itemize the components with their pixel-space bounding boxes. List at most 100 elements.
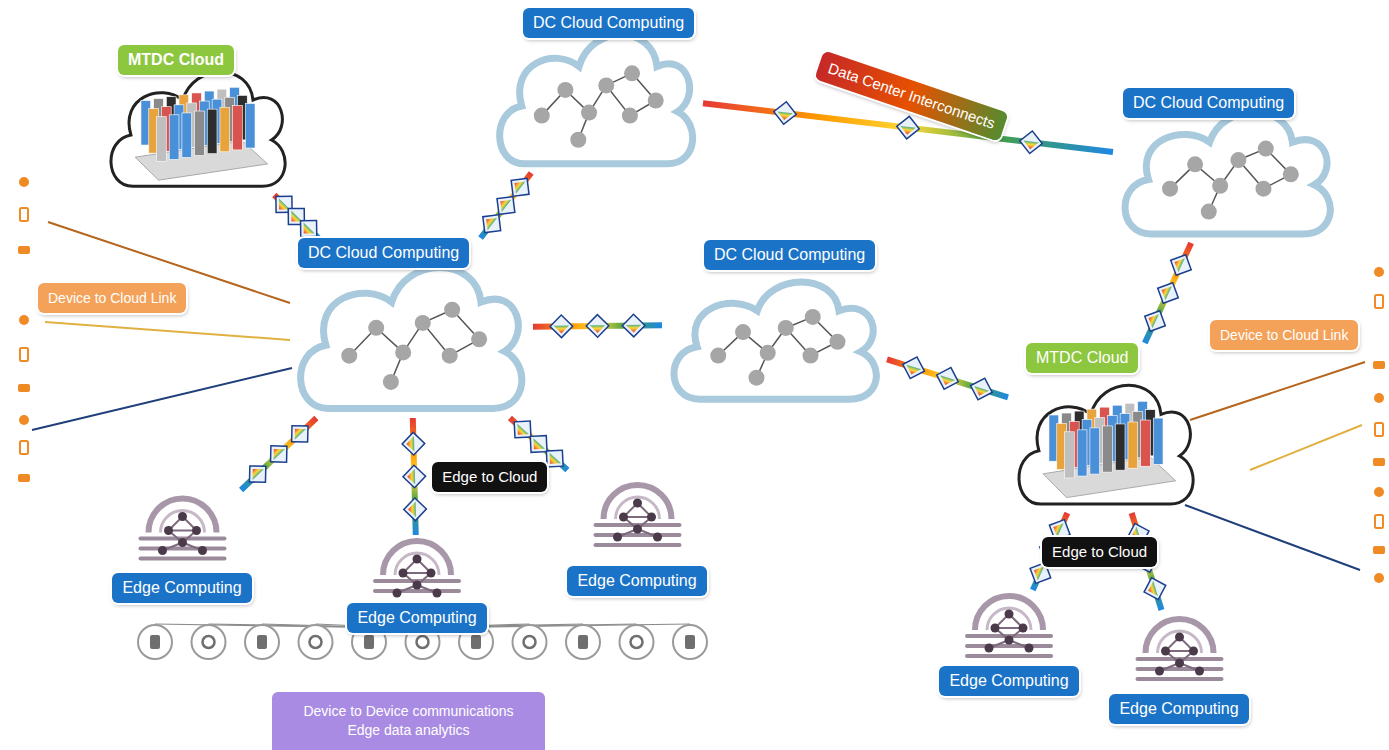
- network-dot: [805, 309, 821, 325]
- transceiver-body: [1158, 283, 1179, 304]
- edge-dot: [1019, 624, 1028, 633]
- transceiver: [897, 116, 919, 138]
- edge-node: Edge Computing: [343, 535, 491, 633]
- device-icon: [1373, 546, 1385, 554]
- device-icon: [20, 441, 28, 454]
- server-rack: [1090, 428, 1100, 474]
- device-icons: [18, 177, 1385, 583]
- network-dot: [830, 334, 846, 350]
- device-glyph: [364, 635, 374, 649]
- edge-dot: [399, 569, 408, 578]
- edge-dot: [1175, 633, 1184, 642]
- device-glyph: [631, 636, 643, 648]
- edge-dot: [164, 526, 173, 535]
- transceiver-body: [546, 450, 563, 467]
- network-dot: [557, 82, 573, 98]
- server-rack: [245, 103, 255, 148]
- device-glyph: [257, 635, 267, 649]
- cloud-outline: [111, 72, 285, 186]
- edge-node: Edge Computing: [108, 490, 256, 603]
- device-circle: [192, 625, 226, 659]
- edge-computing-icon: [110, 490, 255, 569]
- dome: [603, 485, 671, 519]
- transceiver-prism: [1053, 523, 1067, 537]
- edge-dot: [1155, 667, 1164, 676]
- bar: [593, 533, 681, 537]
- leader-line: [45, 322, 290, 340]
- edge-title: Edge Computing: [939, 666, 1078, 696]
- edge-icon: [1135, 619, 1223, 681]
- transceiver: [622, 314, 645, 337]
- cloud-outline: [301, 267, 522, 408]
- transceiver: [1158, 283, 1179, 304]
- network-dot: [622, 108, 638, 124]
- edge-node: Edge Computing: [935, 590, 1083, 696]
- transceiver: [937, 368, 959, 390]
- transceiver-prism: [533, 438, 545, 450]
- leader-lines: [32, 222, 1365, 570]
- transceiver: [292, 426, 308, 442]
- cloud-outline: [1019, 385, 1193, 504]
- device-icon: [18, 384, 30, 392]
- server-rack: [1115, 424, 1125, 470]
- device-icon: [18, 474, 30, 482]
- transceiver-body: [301, 220, 317, 236]
- edge-dot: [393, 589, 402, 598]
- device-glyph: [417, 636, 429, 648]
- cloud-shape: [100, 60, 295, 195]
- device-icon: [20, 208, 28, 221]
- network-dot: [778, 320, 794, 336]
- transceiver: [511, 178, 529, 196]
- network-dot: [395, 344, 411, 360]
- edge-label: Edge to Cloud: [432, 462, 547, 492]
- edge-dot: [433, 589, 442, 598]
- cloud-outline: [1125, 112, 1330, 234]
- leader-line: [32, 368, 292, 430]
- cloud-shape: [1113, 100, 1341, 243]
- transceiver-prism: [940, 370, 955, 385]
- cloud-title: MTDC Cloud: [1026, 343, 1138, 373]
- transceiver: [971, 378, 993, 400]
- transceiver: [483, 215, 501, 233]
- transceiver-prism: [406, 436, 422, 452]
- device-icon: [1375, 515, 1383, 528]
- dome: [975, 596, 1043, 630]
- transceiver-body: [903, 357, 925, 379]
- edge-node: Edge Computing: [1105, 610, 1253, 724]
- network-dot: [1230, 152, 1246, 168]
- device-circle: [566, 625, 600, 659]
- transceiver-prism: [407, 469, 423, 485]
- network-dot: [581, 105, 597, 121]
- transceiver: [404, 498, 427, 521]
- bar: [593, 543, 681, 547]
- dc-cloud: DC Cloud Computing: [488, 8, 703, 173]
- leader-line: [1185, 505, 1360, 570]
- server-rack: [1103, 426, 1113, 472]
- dc-cloud: DC Cloud Computing: [662, 240, 887, 408]
- edge-computing-icon: [353, 535, 481, 599]
- edge-icon: [593, 485, 681, 547]
- transceiver: [1145, 311, 1166, 332]
- network-dot: [442, 348, 458, 364]
- dome: [1145, 619, 1213, 653]
- network-dot: [1201, 204, 1217, 220]
- transceiver-prism: [1175, 258, 1189, 272]
- edge-title: Edge Computing: [1109, 694, 1248, 724]
- server-rack: [182, 113, 192, 158]
- bar: [373, 589, 461, 593]
- transceiver-body: [1020, 131, 1042, 153]
- transceiver: [550, 315, 573, 338]
- transceiver-body: [514, 421, 531, 438]
- transceiver-prism: [500, 200, 512, 212]
- edge-dot: [427, 569, 436, 578]
- fiber-link: [1145, 243, 1191, 343]
- cloud-shape: [1008, 373, 1203, 513]
- transceiver-body: [271, 446, 287, 462]
- cloud-shape: [288, 254, 533, 418]
- fiber-link: [241, 418, 316, 490]
- edge-icon: [965, 596, 1053, 658]
- server-rack: [1077, 430, 1087, 476]
- transceiver: [1020, 131, 1042, 153]
- network-dot: [1212, 178, 1228, 194]
- transceiver: [586, 315, 609, 338]
